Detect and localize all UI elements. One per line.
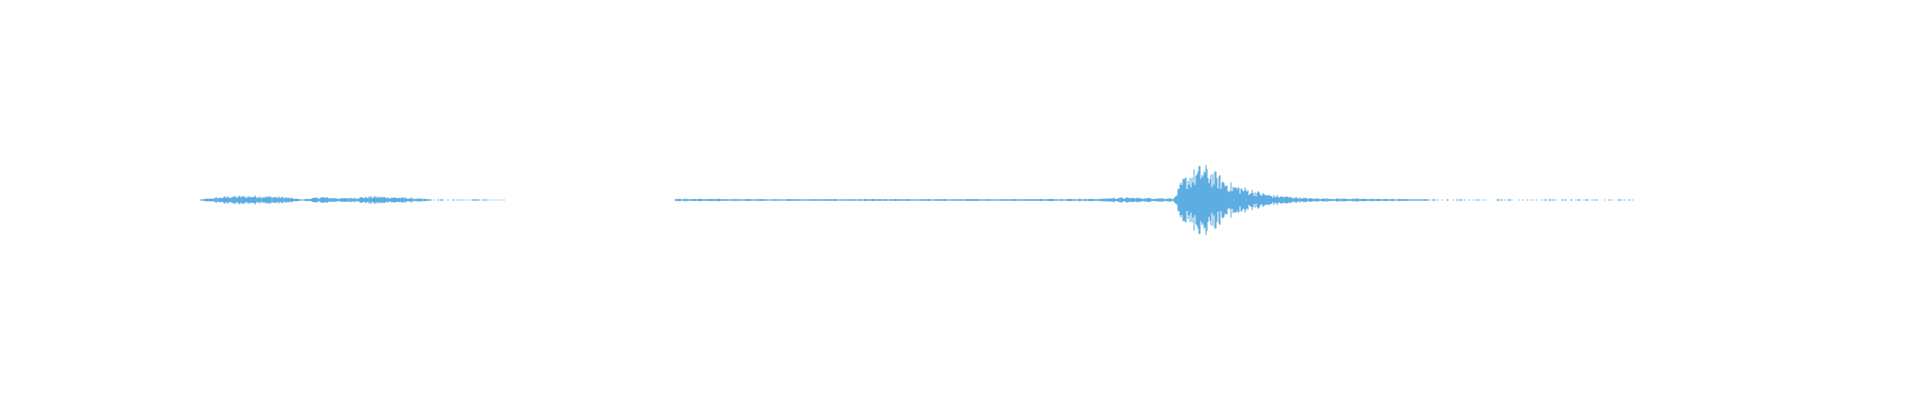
waveform-segment-1 [200,195,505,205]
waveform-segment-2 [674,164,1634,236]
